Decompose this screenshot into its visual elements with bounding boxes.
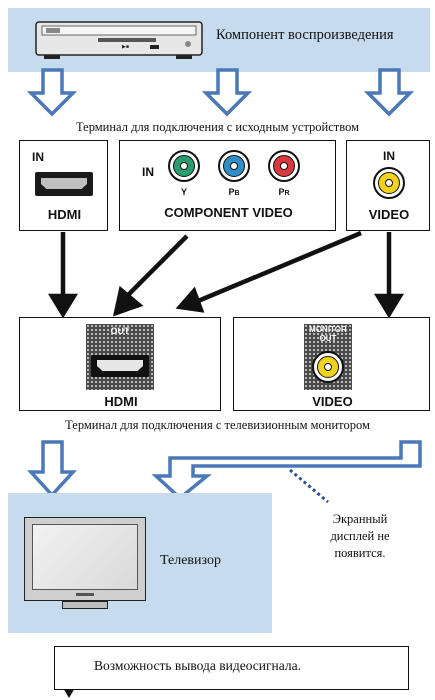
player-icon: ▶■ (35, 21, 203, 59)
jack-pr-core (280, 162, 288, 170)
video-out-box: MONITOR OUT VIDEO (233, 317, 430, 411)
svg-text:▶■: ▶■ (122, 44, 129, 50)
video-out-panel: MONITOR OUT (304, 324, 352, 390)
source-arrows (26, 68, 415, 117)
video-in-box: IN VIDEO (346, 140, 430, 231)
hdmi-out-box: OUT HDMI (19, 317, 221, 411)
down-arrow-3 (363, 68, 415, 117)
down-arrow-1 (26, 68, 78, 117)
component-in-name: COMPONENT VIDEO (164, 205, 293, 220)
video-in-label: IN (383, 149, 395, 163)
tv-caption: Телевизор (160, 553, 221, 568)
monitor-out-label-1: MONITOR (309, 325, 347, 334)
hdmi-out-port (91, 355, 149, 377)
no-display-note: Экранный дисплей не появится. (300, 511, 420, 562)
monitor-out-label-2: OUT (319, 334, 337, 343)
source-caption: Компонент воспроизведения (216, 27, 394, 43)
hdmi-out-name: HDMI (104, 394, 138, 409)
jack-pb (218, 150, 250, 182)
component-in-box: IN Y PB PR COMPONENT VIDEO (119, 140, 336, 231)
tv-screen (32, 524, 138, 590)
tv-arrows (27, 440, 422, 501)
video-out-jack (312, 351, 344, 383)
tv-stand (62, 601, 108, 609)
hdmi-out-port-slot (97, 360, 143, 371)
note-line-2: дисплей не (330, 529, 390, 543)
hdmi-port-slot (41, 178, 87, 189)
component-in-label: IN (142, 165, 154, 179)
tv-logo (76, 593, 94, 596)
legend-box (54, 646, 409, 690)
jack-y (168, 150, 200, 182)
signal-arrows (47, 230, 405, 319)
output-terminal-caption: Терминал для подключения с телевизионным… (65, 418, 370, 432)
hdmi-to-tv-arrow (27, 440, 77, 498)
video-out-jack-core (324, 363, 332, 371)
note-line-1: Экранный (332, 512, 388, 526)
jack-y-label: Y (180, 187, 187, 197)
hdmi-in-box: IN HDMI (19, 140, 108, 231)
jack-pb-label: PB (228, 187, 240, 197)
jack-y-core (180, 162, 188, 170)
hdmi-in-port (35, 172, 93, 196)
video-to-tv-arrow (151, 440, 422, 501)
video-out-name: VIDEO (312, 394, 353, 409)
hdmi-out-panel: OUT (86, 324, 154, 390)
tv-icon (24, 517, 146, 609)
hdmi-in-label: IN (32, 150, 44, 164)
video-in-name: VIDEO (368, 207, 410, 222)
video-in-jack-core (385, 179, 393, 187)
legend-text: Возможность вывода видеосигнала. (94, 658, 301, 673)
hdmi-in-name: HDMI (47, 207, 82, 222)
hdmi-out-label: OUT (110, 326, 130, 336)
jack-pb-core (230, 162, 238, 170)
jack-pr-label: PR (278, 187, 290, 197)
jack-pr (268, 150, 300, 182)
down-arrow-2 (201, 68, 253, 117)
blocked-dotted-line (289, 468, 329, 504)
note-line-3: появится. (334, 546, 386, 560)
video-in-jack (373, 167, 405, 199)
input-terminal-caption: Терминал для подключения с исходным устр… (76, 120, 359, 134)
